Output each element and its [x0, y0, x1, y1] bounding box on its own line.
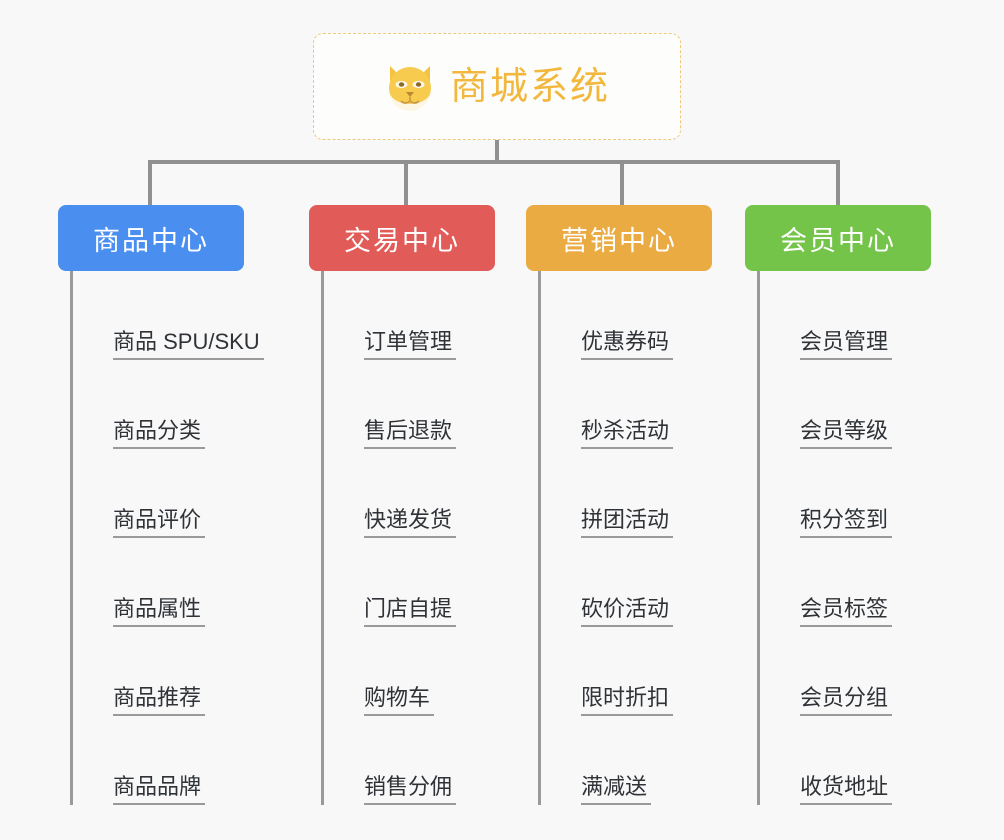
branch-label-2: 交易中心	[344, 225, 460, 256]
list-item[interactable]: 拼团活动	[541, 449, 746, 538]
list-item[interactable]: 商品推荐	[73, 627, 302, 716]
leaf-list-3: 优惠券码 秒杀活动 拼团活动 砍价活动 限时折扣 满减送	[538, 271, 746, 805]
connector-drop-branch-2	[404, 160, 408, 206]
leaf-label: 商品品牌	[113, 775, 206, 805]
leaf-label: 会员标签	[800, 597, 893, 627]
leaf-label: 订单管理	[364, 330, 457, 360]
list-item[interactable]: 会员标签	[760, 538, 965, 627]
list-item[interactable]: 商品评价	[73, 449, 302, 538]
list-item[interactable]: 会员等级	[760, 360, 965, 449]
leaf-label: 商品推荐	[113, 686, 206, 716]
leaf-label: 商品属性	[113, 597, 206, 627]
list-item[interactable]: 限时折扣	[541, 627, 746, 716]
connector-drop-branch-3	[620, 160, 624, 206]
leaf-label: 商品分类	[113, 419, 206, 449]
list-item[interactable]: 积分签到	[760, 449, 965, 538]
list-item[interactable]: 秒杀活动	[541, 360, 746, 449]
list-item[interactable]: 商品分类	[73, 360, 302, 449]
branch-column-1: 商品中心 商品 SPU/SKU 商品分类 商品评价 商品属性 商品推荐 商品品牌	[58, 205, 302, 805]
list-item[interactable]: 满减送	[541, 716, 746, 805]
branch-label-1: 商品中心	[93, 225, 209, 256]
connector-drop-branch-4	[836, 160, 840, 206]
leaf-label: 会员等级	[800, 419, 893, 449]
leaf-label: 砍价活动	[581, 597, 674, 627]
leaf-label: 售后退款	[364, 419, 457, 449]
leaf-label: 满减送	[581, 775, 652, 805]
leaf-label: 商品评价	[113, 508, 206, 538]
branch-header-1[interactable]: 商品中心	[58, 205, 244, 271]
list-item[interactable]: 商品属性	[73, 538, 302, 627]
list-item[interactable]: 会员管理	[760, 271, 965, 360]
leaf-label: 收货地址	[800, 775, 893, 805]
branch-label-4: 会员中心	[780, 225, 896, 256]
connector-root-stem	[495, 140, 499, 164]
leaf-label: 限时折扣	[581, 686, 674, 716]
list-item[interactable]: 会员分组	[760, 627, 965, 716]
branch-header-3[interactable]: 营销中心	[526, 205, 712, 271]
leaf-list-4: 会员管理 会员等级 积分签到 会员标签 会员分组 收货地址	[757, 271, 965, 805]
branch-header-4[interactable]: 会员中心	[745, 205, 931, 271]
list-item[interactable]: 购物车	[324, 627, 529, 716]
branch-column-4: 会员中心 会员管理 会员等级 积分签到 会员标签 会员分组 收货地址	[745, 205, 965, 805]
list-item[interactable]: 门店自提	[324, 538, 529, 627]
leaf-list-1: 商品 SPU/SKU 商品分类 商品评价 商品属性 商品推荐 商品品牌	[70, 271, 302, 805]
list-item[interactable]: 快递发货	[324, 449, 529, 538]
list-item[interactable]: 销售分佣	[324, 716, 529, 805]
root-node-shop-system[interactable]: 商城系统	[313, 33, 681, 140]
leaf-label: 会员分组	[800, 686, 893, 716]
root-title: 商城系统	[449, 65, 610, 108]
list-item[interactable]: 优惠券码	[541, 271, 746, 360]
list-item[interactable]: 商品品牌	[73, 716, 302, 805]
branch-column-3: 营销中心 优惠券码 秒杀活动 拼团活动 砍价活动 限时折扣 满减送	[526, 205, 746, 805]
list-item[interactable]: 售后退款	[324, 360, 529, 449]
leaf-label: 积分签到	[800, 508, 893, 538]
leaf-label: 销售分佣	[364, 775, 457, 805]
branch-label-3: 营销中心	[561, 225, 677, 256]
leaf-label: 拼团活动	[581, 508, 674, 538]
branch-column-2: 交易中心 订单管理 售后退款 快递发货 门店自提 购物车 销售分佣	[309, 205, 529, 805]
leaf-label: 购物车	[364, 686, 435, 716]
leaf-label: 优惠券码	[581, 330, 674, 360]
list-item[interactable]: 商品 SPU/SKU	[73, 271, 302, 360]
leaf-list-2: 订单管理 售后退款 快递发货 门店自提 购物车 销售分佣	[321, 271, 529, 805]
list-item[interactable]: 订单管理	[324, 271, 529, 360]
leaf-label: 秒杀活动	[581, 419, 674, 449]
connector-horizontal-bus	[148, 160, 836, 164]
leaf-label: 商品 SPU/SKU	[113, 330, 264, 360]
leaf-label: 会员管理	[800, 330, 893, 360]
branch-header-2[interactable]: 交易中心	[309, 205, 495, 271]
leaf-label: 门店自提	[364, 597, 457, 627]
connector-drop-branch-1	[148, 160, 152, 206]
shiba-dog-face-icon	[384, 62, 436, 112]
list-item[interactable]: 砍价活动	[541, 538, 746, 627]
leaf-label: 快递发货	[364, 508, 457, 538]
list-item[interactable]: 收货地址	[760, 716, 965, 805]
